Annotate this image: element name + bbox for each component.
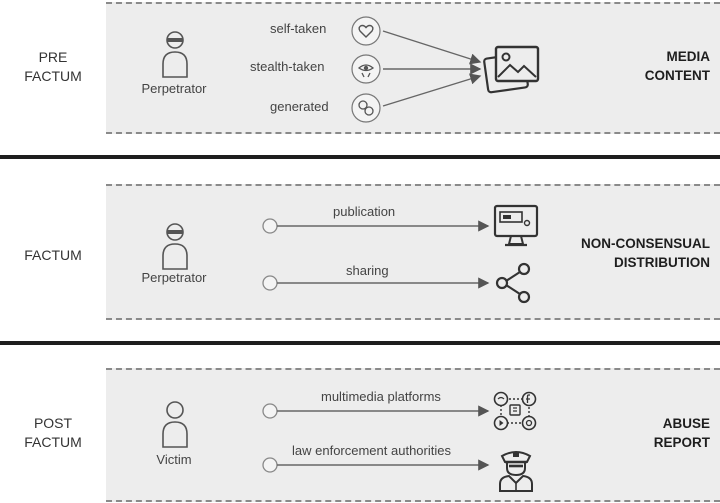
section-divider	[0, 155, 720, 159]
heart-icon	[351, 16, 381, 46]
panel-factum	[106, 184, 720, 320]
arrows-to-media	[382, 30, 482, 107]
spy-icon	[351, 54, 381, 84]
item-label: stealth-taken	[250, 59, 325, 74]
actor-name: Perpetrator	[141, 81, 207, 96]
section-divider	[0, 341, 720, 345]
perpetrator-icon	[162, 223, 188, 270]
stage-label-pre-factum: PRE FACTUM	[24, 49, 82, 84]
item-label: self-taken	[270, 21, 327, 36]
panel-pre-factum	[106, 2, 720, 134]
item-label: multimedia platforms	[321, 389, 441, 404]
actor-name: Victim	[156, 452, 192, 467]
stage-label-factum: FACTUM	[24, 247, 82, 263]
item-label: generated	[270, 99, 329, 114]
item-label: publication	[333, 204, 396, 219]
item-label: sharing	[346, 263, 389, 278]
social-platforms-icon	[493, 391, 537, 431]
item-label: law enforcement authorities	[292, 443, 451, 458]
result-media-content: MEDIA CONTENT	[644, 49, 710, 83]
result-non-consensual-distribution: NON-CONSENSUAL DISTRIBUTION	[580, 236, 710, 270]
share-icon	[495, 262, 531, 304]
flow-lines-factum	[262, 218, 490, 291]
monitor-icon	[493, 204, 539, 247]
actor-name: Perpetrator	[141, 270, 207, 285]
panel-post-factum	[106, 368, 720, 502]
police-officer-icon	[499, 451, 533, 492]
perpetrator-icon	[162, 31, 188, 78]
generated-icon	[351, 93, 381, 123]
victim-icon	[162, 401, 188, 448]
stage-label-post-factum: POST FACTUM	[24, 415, 82, 450]
result-abuse-report: ABUSE REPORT	[653, 416, 710, 450]
image-gallery-icon	[483, 45, 540, 94]
